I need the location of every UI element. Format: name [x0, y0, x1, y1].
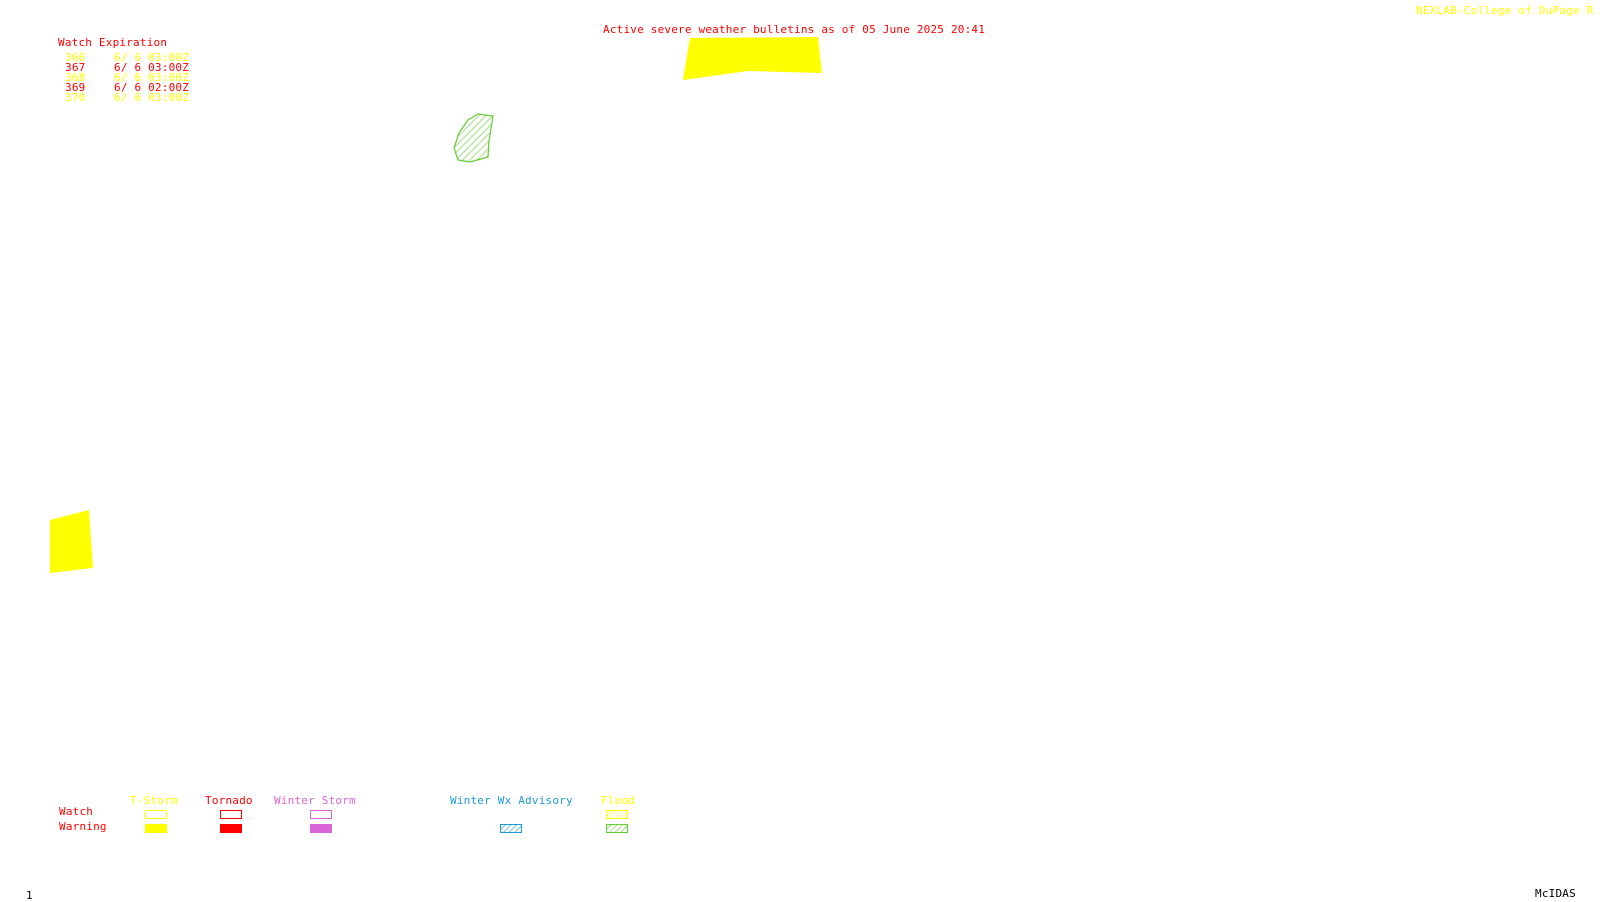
swatch-flood-warning: [606, 824, 628, 833]
swatch-tstorm-warning: [145, 824, 167, 833]
swatch-winter-storm-warning: [310, 824, 332, 833]
software-label: McIDAS: [1535, 887, 1576, 900]
tstorm-warning-polygon-west[interactable]: [50, 510, 93, 573]
watch-table-heading: Watch Expiration: [58, 36, 168, 49]
watch-number: 368: [65, 71, 86, 84]
watch-number: 370: [65, 91, 86, 104]
credit-label: NEXLAB-College of DuPage R: [1416, 4, 1594, 17]
flood-warning-polygon[interactable]: [453, 113, 494, 163]
legend-label-tornado: Tornado: [205, 794, 253, 807]
tstorm-warning-polygon-north[interactable]: [683, 37, 822, 80]
swatch-winter-advisory-warning: [500, 824, 522, 833]
legend-label-tstorm: T-Storm: [130, 794, 178, 807]
watch-number: 366: [65, 51, 86, 64]
legend-row-watch: Watch: [59, 805, 94, 818]
legend-label-winter-advisory: Winter Wx Advisory: [450, 794, 573, 807]
bulletin-title: Active severe weather bulletins as of 05…: [603, 23, 986, 36]
watch-expiration-time: 6/ 6 03:00Z: [114, 71, 190, 84]
watch-expiration-time: 6/ 6 03:00Z: [114, 61, 190, 74]
legend-label-flood: Flood: [601, 794, 636, 807]
swatch-tornado-warning: [220, 824, 242, 833]
frame-number: 1: [26, 889, 33, 902]
legend-label-winter-storm: Winter Storm: [274, 794, 356, 807]
watch-number: 367: [65, 61, 86, 74]
watch-expiration-time: 6/ 6 03:00Z: [114, 91, 190, 104]
swatch-flood-watch: [606, 810, 628, 819]
watch-expiration-time: 6/ 6 03:00Z: [114, 51, 190, 64]
watch-number: 369: [65, 81, 86, 94]
swatch-winter-storm-watch: [310, 810, 332, 819]
swatch-tornado-watch: [220, 810, 242, 819]
legend-row-warning: Warning: [59, 820, 107, 833]
watch-expiration-time: 6/ 6 02:00Z: [114, 81, 190, 94]
swatch-tstorm-watch: [145, 810, 167, 819]
